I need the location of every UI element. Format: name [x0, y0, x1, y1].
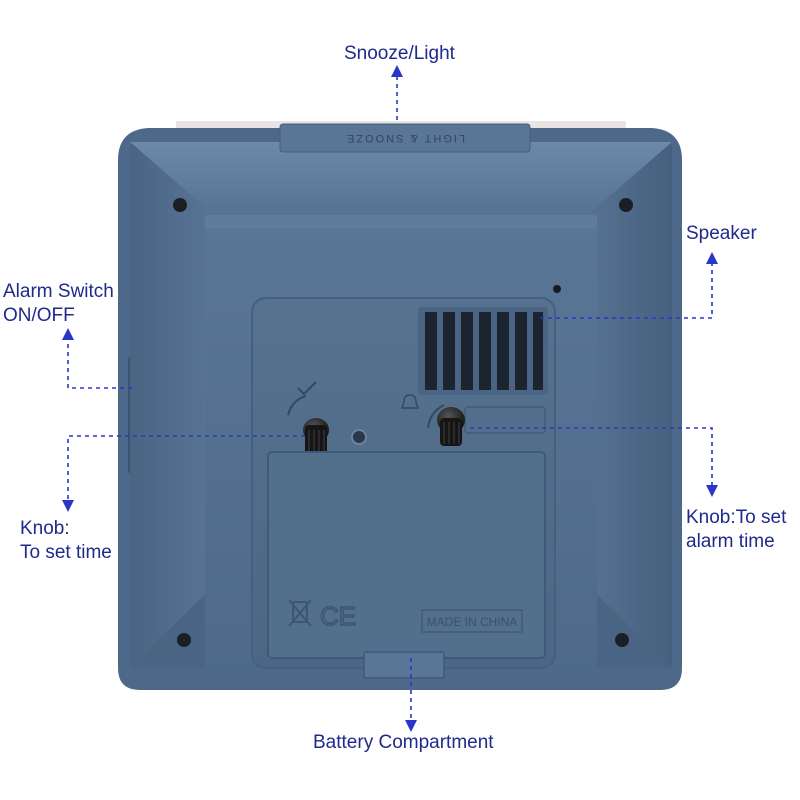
arrowheads — [62, 65, 718, 732]
label-alarm-switch: Alarm Switch ON/OFF — [3, 280, 114, 328]
label-knob-set-alarm-line2: alarm time — [686, 531, 775, 552]
top-bevel — [130, 142, 672, 222]
label-speaker: Speaker — [686, 223, 757, 244]
label-alarm-switch-line1: Alarm Switch — [3, 281, 114, 302]
bell-icon — [400, 394, 420, 409]
left-bevel — [130, 142, 222, 668]
screw-bottom-right — [615, 633, 629, 647]
label-knob-set-alarm-line1: Knob:To set — [686, 507, 787, 528]
made-in-text: MADE IN CHINA — [427, 615, 518, 629]
arrow-knob-time-icon — [62, 500, 74, 512]
label-knob-set-time-line1: Knob: — [20, 518, 70, 539]
recycle-bin-icon — [288, 599, 312, 627]
made-in-box — [421, 609, 523, 633]
screw-bottom-left — [177, 633, 191, 647]
label-battery-compartment: Battery Compartment — [313, 732, 494, 753]
arrow-snooze-icon — [391, 65, 403, 77]
time-knob — [303, 418, 329, 455]
arrow-knob-alarm-icon — [706, 485, 718, 497]
raised-back-edge — [205, 215, 597, 228]
alarm-knob-arrow-icon — [427, 404, 445, 429]
snooze-light-button — [279, 123, 531, 153]
checkmark-icon — [297, 381, 317, 396]
arrow-speaker-icon — [706, 252, 718, 264]
screw-top-left — [173, 198, 187, 212]
snooze-button-text: LIGHT & SNOOZE — [345, 132, 465, 144]
battery-latch — [363, 651, 445, 679]
ce-mark: CE — [320, 601, 356, 631]
speaker-grille — [418, 307, 548, 395]
reset-hole — [351, 429, 367, 445]
arrow-battery-icon — [405, 720, 417, 732]
hanging-hole — [553, 285, 561, 293]
right-bevel — [580, 142, 672, 668]
label-knob-set-time: Knob: To set time — [20, 517, 112, 565]
leader-lines — [67, 76, 713, 722]
screw-top-right — [619, 198, 633, 212]
label-alarm-switch-line2: ON/OFF — [3, 305, 75, 326]
arrow-alarm-switch-icon — [62, 328, 74, 340]
label-snooze-light: Snooze/Light — [344, 43, 455, 64]
label-knob-set-time-line2: To set time — [20, 542, 112, 563]
time-knob-arrow-icon — [287, 395, 307, 416]
alarm-knob — [437, 407, 465, 446]
label-knob-set-alarm: Knob:To set alarm time — [686, 506, 786, 554]
